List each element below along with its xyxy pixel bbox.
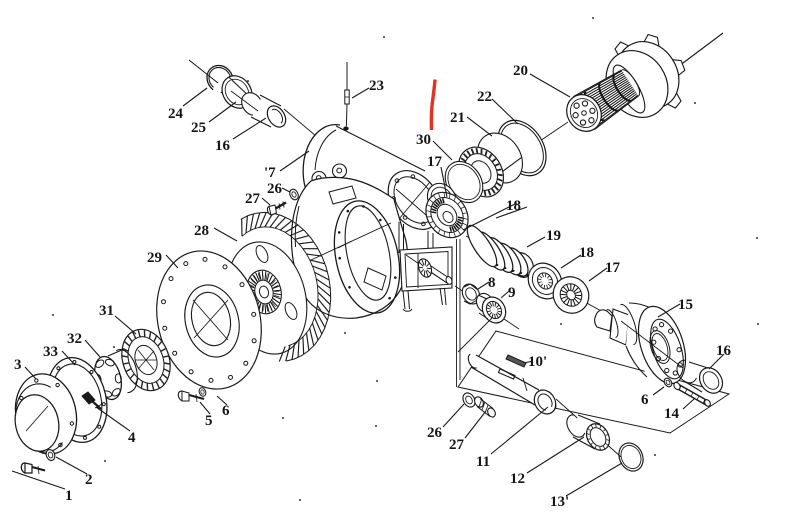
svg-text:17: 17 [427, 154, 443, 170]
svg-text:26: 26 [427, 425, 443, 441]
svg-text:11: 11 [476, 454, 490, 470]
svg-text:23: 23 [369, 78, 384, 94]
svg-text:18: 18 [506, 198, 521, 214]
svg-text:10': 10' [528, 354, 547, 370]
svg-text:18: 18 [579, 245, 594, 261]
svg-text:3: 3 [14, 357, 22, 373]
svg-text:32: 32 [67, 331, 82, 347]
svg-text:27: 27 [245, 191, 261, 207]
svg-text:26: 26 [267, 181, 283, 197]
svg-text:19: 19 [546, 228, 561, 244]
svg-text:21: 21 [450, 110, 465, 126]
svg-text:'7: '7 [264, 165, 276, 181]
svg-text:25: 25 [191, 120, 206, 136]
svg-text:6: 6 [222, 403, 230, 419]
svg-text:2: 2 [85, 472, 93, 488]
svg-text:17: 17 [605, 260, 621, 276]
svg-text:6: 6 [641, 392, 649, 408]
svg-text:8: 8 [488, 275, 496, 291]
svg-text:28: 28 [194, 223, 209, 239]
svg-text:29: 29 [147, 250, 162, 266]
svg-text:22: 22 [477, 89, 492, 105]
svg-text:27: 27 [449, 437, 465, 453]
svg-text:15: 15 [678, 297, 693, 313]
svg-text:9: 9 [508, 285, 516, 301]
svg-text:4: 4 [128, 430, 136, 446]
svg-text:12: 12 [510, 471, 525, 487]
svg-text:31: 31 [99, 303, 114, 319]
svg-text:24: 24 [168, 106, 184, 122]
svg-text:30: 30 [416, 132, 431, 148]
svg-text:5: 5 [205, 413, 213, 429]
svg-text:20: 20 [513, 63, 528, 79]
svg-text:14: 14 [664, 406, 680, 422]
svg-text:33: 33 [43, 344, 58, 360]
svg-text:13': 13' [550, 494, 569, 510]
svg-text:16: 16 [716, 343, 732, 359]
svg-text:1: 1 [65, 488, 73, 504]
svg-text:16: 16 [215, 138, 231, 154]
